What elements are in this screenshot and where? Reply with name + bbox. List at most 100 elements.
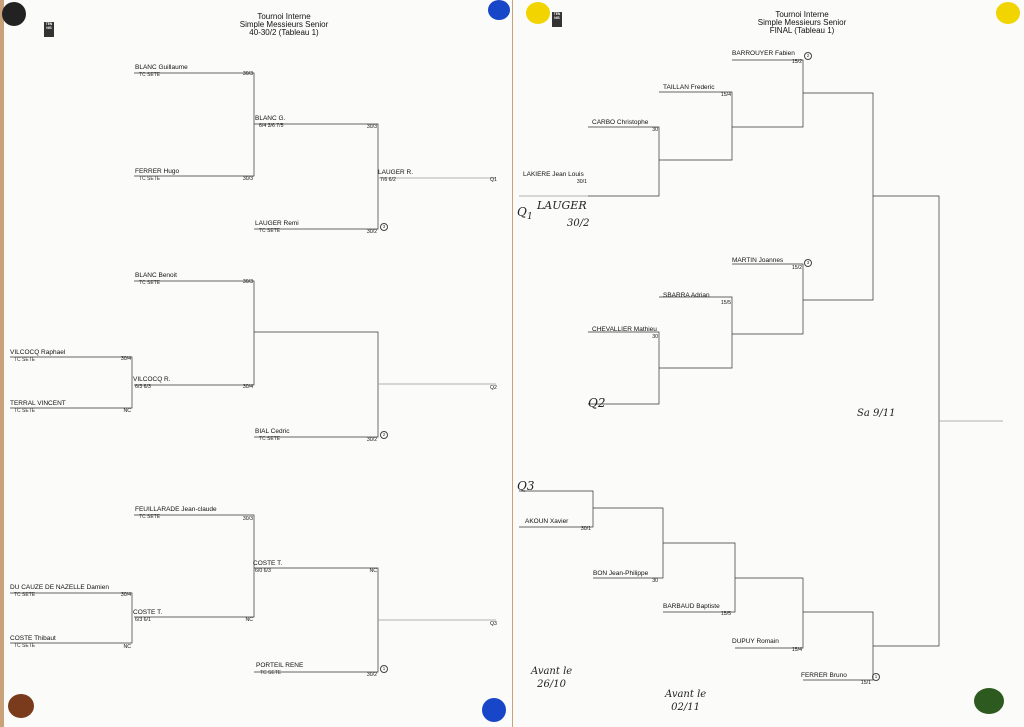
player-name: DU CAUZE DE NAZELLE Damien <box>10 584 109 591</box>
winner-rank: 30/3 <box>366 124 377 130</box>
player-name: MARTIN Joannes <box>732 257 784 264</box>
winner-name: COSTE T. <box>253 560 283 567</box>
player-rank: 30 <box>652 578 658 584</box>
handwritten-rank: 30/2 <box>567 218 590 229</box>
player-club: TC SETE <box>139 280 161 286</box>
match-score: 6/4 3/6 7/5 <box>259 123 284 129</box>
handwritten-note: Avant le 26/10 <box>531 666 573 690</box>
pushpin <box>974 688 1004 714</box>
bracket-lines-right <box>519 59 1003 681</box>
qualifier-slot: Q1 <box>490 177 497 183</box>
player-club: TC SETE <box>259 228 281 234</box>
player-name: FEUILLARADE Jean-claude <box>135 506 217 513</box>
player-rank: 30/3 <box>242 279 253 285</box>
player-rank: 30/2 <box>366 229 377 235</box>
sheet-title: Tournoi Interne Simple Messieurs Senior … <box>239 12 329 37</box>
player-name: SBARRA Adrian <box>663 292 710 299</box>
player-club: TC SETE <box>260 670 282 676</box>
player-rank: 30/3 <box>242 71 253 77</box>
player-rank: 15/4 <box>791 647 802 653</box>
player-name: BIAL Cedric <box>255 428 290 435</box>
handwritten-date: Sa 9/11 <box>857 408 896 419</box>
player-club: TC SETE <box>259 436 281 442</box>
handwritten-note: Avant le 02/11 <box>665 689 707 713</box>
seed-badge: 2 <box>804 52 812 60</box>
winner-name: COSTE T. <box>133 609 163 616</box>
player-rank: NC <box>123 408 132 414</box>
handwritten-q1-mark: 1 <box>527 212 533 222</box>
player-rank: NC <box>123 644 132 650</box>
player-name: PORTEIL RENE <box>256 662 304 669</box>
pushpin <box>2 2 26 26</box>
player-rank: 15/5 <box>720 300 731 306</box>
sheet-title: Tournoi Interne Simple Messieurs Senior … <box>757 10 847 35</box>
player-rank: 30/2 <box>366 672 377 678</box>
player-rank: 15/1 <box>860 680 871 686</box>
seed-badge: 1 <box>872 673 880 681</box>
match-score: 6/0 6/3 <box>255 568 271 574</box>
qualifier-slot: Q2 <box>490 385 497 391</box>
pushpin <box>488 0 510 20</box>
player-name: CHEVALLIER Mathieu <box>592 326 657 333</box>
winner-name: BLANC G. <box>255 115 286 122</box>
match-score: 6/3 6/3 <box>135 384 151 390</box>
player-club: TC SETE <box>14 643 36 649</box>
player-club: TC SETE <box>139 72 161 78</box>
winner-name: VILCOCQ R. <box>133 376 171 383</box>
seed-badge: 3 <box>380 223 388 231</box>
player-rank: 15/4 <box>720 92 731 98</box>
seed-badge: 1 <box>380 665 388 673</box>
match-score: 6/3 6/1 <box>135 617 151 623</box>
player-name: VILCOCQ Raphael <box>10 349 66 356</box>
player-name: FERRER Hugo <box>135 168 180 175</box>
player-rank: 15/2 <box>791 59 802 65</box>
player-name: LAKIERE Jean Louis <box>523 171 584 178</box>
bracket-lines-left <box>10 72 496 673</box>
player-club: TC SETE <box>14 592 36 598</box>
player-name: BLANC Benoit <box>135 272 177 279</box>
winner-name: LAUGER R. <box>378 169 414 176</box>
player-club: TC SETE <box>14 357 36 363</box>
match-score: 7/6 6/2 <box>380 177 396 183</box>
handwritten-q1: Q <box>517 205 527 219</box>
player-name: DUPUY Romain <box>732 638 779 645</box>
qualifier-slot: Q3 <box>490 621 497 627</box>
player-name: CARBO Christophe <box>592 119 649 126</box>
handwritten-q3: Q3 <box>517 479 535 493</box>
handwritten-q2: Q2 <box>588 396 606 410</box>
player-club: TC SETE <box>139 514 161 520</box>
player-rank: 30/1 <box>576 179 587 185</box>
player-name: COSTE Thibaut <box>10 635 56 642</box>
pushpin <box>526 2 550 24</box>
seed-badge: 3 <box>804 259 812 267</box>
player-rank: 30/3 <box>242 176 253 182</box>
player-rank: 30 <box>652 334 658 340</box>
player-name: BLANC Guillaume <box>135 64 188 71</box>
seed-badge: 2 <box>380 431 388 439</box>
winner-rank: NC <box>369 568 378 574</box>
player-name: BARROUYER Fabien <box>732 50 795 57</box>
player-rank: 30/4 <box>120 356 131 362</box>
pushpin <box>996 2 1020 24</box>
player-rank: 30/4 <box>120 592 131 598</box>
player-club: TC SETE <box>14 408 36 414</box>
player-name: AKOUN Xavier <box>525 518 569 525</box>
player-name: TERRAL VINCENT <box>10 400 66 407</box>
player-name: FERRER Bruno <box>801 672 847 679</box>
player-rank: 30/2 <box>366 437 377 443</box>
player-name: LAUGER Remi <box>255 220 299 227</box>
player-rank: 30/3 <box>242 516 253 522</box>
player-club: TC SETE <box>139 176 161 182</box>
pushpin <box>8 694 34 718</box>
player-rank: 15/2 <box>791 265 802 271</box>
player-rank: 15/5 <box>720 611 731 617</box>
player-name: BARBAUD Baptiste <box>663 603 720 610</box>
player-rank: 30/1 <box>580 526 591 532</box>
player-name: BON Jean-Philippe <box>593 570 649 577</box>
player-rank: 30 <box>652 127 658 133</box>
pushpin <box>482 698 506 722</box>
